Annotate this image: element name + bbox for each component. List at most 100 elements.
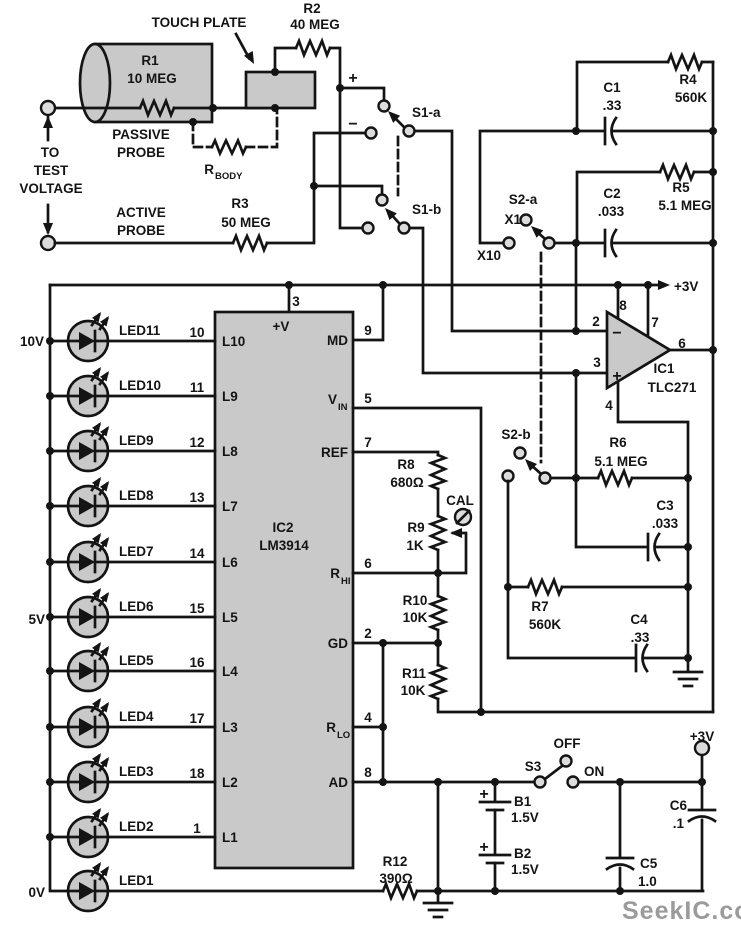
r-body: R BODY <box>191 108 279 182</box>
active-probe: ACTIVE PROBE R3 50 MEG <box>53 131 384 252</box>
x10-label: X10 <box>477 248 501 263</box>
r6-value: 5.1 MEG <box>594 454 647 469</box>
led-label-8: LED8 <box>119 488 154 503</box>
r4-value: 560K <box>675 90 708 105</box>
s3-label: S3 <box>525 759 542 774</box>
ic2-pin-name-l4: L4 <box>222 664 238 679</box>
ic2-pin-num-l9: 11 <box>190 380 205 395</box>
ic2-pin-name-gd: GD <box>328 636 349 651</box>
power-section: R12 390Ω S3 OFF ON + + B1 1.5V B2 1.5V C… <box>379 729 717 919</box>
led-label-3: LED3 <box>119 764 154 779</box>
s3-on-label: ON <box>584 764 604 779</box>
ic1-pin8: 8 <box>619 298 627 313</box>
ic2-ref: IC2 <box>272 520 293 535</box>
ic2-pin-num-l3: 17 <box>189 711 204 726</box>
r2-ref: R2 <box>303 1 320 16</box>
ic2-pin-num-l2: 18 <box>189 766 205 781</box>
ic2-pin-num-rlo: 4 <box>364 710 372 725</box>
ic2-pin-name-rlo-sub: LO <box>337 730 350 741</box>
feedback-c1-r4: C1 .33 R4 560K <box>478 53 715 245</box>
ic2-lm3914: 3 +V IC2 LM3914 10 11 12 13 14 15 16 17 … <box>189 294 372 870</box>
plus3v-bottom-label: +3V <box>690 729 714 744</box>
ic2-pin-name-vin-sub: IN <box>338 402 348 413</box>
watermark: SeekIC.com <box>622 897 741 925</box>
r3-value: 50 MEG <box>221 215 271 230</box>
ic2-pin-name-l7: L7 <box>222 499 238 514</box>
b2-value: 1.5V <box>511 862 539 877</box>
resistor-ladder: CAL R8 680Ω R9 1K R10 10K R11 10K <box>351 406 715 784</box>
led-label-10: LED10 <box>119 378 161 393</box>
r1-ref: R1 <box>141 53 159 68</box>
c5-value: 1.0 <box>638 874 657 889</box>
ic2-pin-name-ref: REF <box>321 445 348 460</box>
test-voltage-line-3: VOLTAGE <box>19 181 82 196</box>
switch-s2b: S2-b <box>501 371 690 549</box>
ic2-pin-num-l5: 15 <box>189 601 205 616</box>
active-probe-label-2: PROBE <box>117 223 165 238</box>
ic2-top-pin-name: +V <box>273 319 290 334</box>
led-label-6: LED6 <box>119 599 154 614</box>
scale-0v: 0V <box>28 885 45 900</box>
r5-ref: R5 <box>672 180 690 195</box>
led-label-9: LED9 <box>119 433 154 448</box>
switch-s1a: + − S1-a <box>338 70 609 333</box>
ic2-pin-name-l10: L10 <box>222 334 245 349</box>
ic2-pin-name-md: MD <box>327 333 348 348</box>
active-probe-label-1: ACTIVE <box>116 205 166 220</box>
r10-ref: R10 <box>403 593 428 608</box>
ic1-part: TLC271 <box>648 380 697 395</box>
r8-value: 680Ω <box>390 475 424 490</box>
r-body-sub: BODY <box>215 171 243 182</box>
ic2-pin-name-ad: AD <box>329 775 349 790</box>
ic2-pin-name-l5: L5 <box>222 610 238 625</box>
network-r7-c4: R7 560K C4 .33 <box>506 479 704 688</box>
led-label-2: LED2 <box>119 819 154 834</box>
ic2-pin-num-gd: 2 <box>364 626 372 641</box>
r5-value: 5.1 MEG <box>658 198 711 213</box>
r6-ref: R6 <box>609 435 627 450</box>
r11-ref: R11 <box>402 666 427 681</box>
ic2-pin-num-rhi: 6 <box>364 556 372 571</box>
s1a-plus-label: + <box>348 70 357 87</box>
led-label-5: LED5 <box>119 653 154 668</box>
r9-value: 1K <box>406 538 424 553</box>
ic2-pin-name-l2: L2 <box>222 775 238 790</box>
s3-off-label: OFF <box>554 736 581 751</box>
opamp-ic1: +3V 8 7 2 3 4 6 − + IC1 TLC271 <box>48 60 715 714</box>
ic2-pin-num-l7: 13 <box>189 490 205 505</box>
switch-s1b: S1-b <box>338 86 609 375</box>
ic2-top-pin-num: 3 <box>292 294 300 309</box>
ic2-pin-name-vin: V <box>328 392 337 407</box>
c6-ref: C6 <box>670 798 688 813</box>
s2b-label: S2-b <box>501 427 530 442</box>
r1-value: 10 MEG <box>127 71 177 86</box>
ic1-noninv-input: + <box>612 368 621 385</box>
ic2-pin-name-rhi-sub: HI <box>341 576 351 587</box>
r11-value: 10K <box>401 683 426 698</box>
test-voltage-terminals: TO TEST VOLTAGE <box>19 99 83 252</box>
ic1-pin7: 7 <box>651 315 659 330</box>
r8-ref: R8 <box>397 457 415 472</box>
ic2-pin-num-ad: 8 <box>364 765 372 780</box>
ic2-pin-name-l8: L8 <box>222 444 238 459</box>
c6-value: .1 <box>673 816 685 831</box>
r2-value: 40 MEG <box>290 17 340 32</box>
ic2-pin-name-rlo: R <box>326 720 336 735</box>
ic2-pin-name-rhi: R <box>330 566 340 581</box>
c1-ref: C1 <box>603 80 621 95</box>
b1-plus: + <box>479 786 488 803</box>
passive-probe: R1 10 MEG PASSIVE PROBE <box>53 42 277 160</box>
cal-label: CAL <box>446 493 474 508</box>
ic2-pin-num-md: 9 <box>364 323 372 338</box>
ic2-pin-name-l6: L6 <box>222 555 238 570</box>
passive-probe-label-1: PASSIVE <box>112 127 170 142</box>
c3-value: .033 <box>652 516 679 531</box>
led-column: LED11 LED10 LED9 LED8 LED7 LED6 LED5 LED… <box>20 283 385 913</box>
r12-ref: R12 <box>383 854 408 869</box>
ic1-pin6: 6 <box>678 336 686 351</box>
ic2-pin-num-l1: 1 <box>193 821 201 836</box>
scale-5v: 5V <box>28 612 45 627</box>
ic1-pin4: 4 <box>605 398 613 413</box>
passive-probe-label-2: PROBE <box>117 145 165 160</box>
